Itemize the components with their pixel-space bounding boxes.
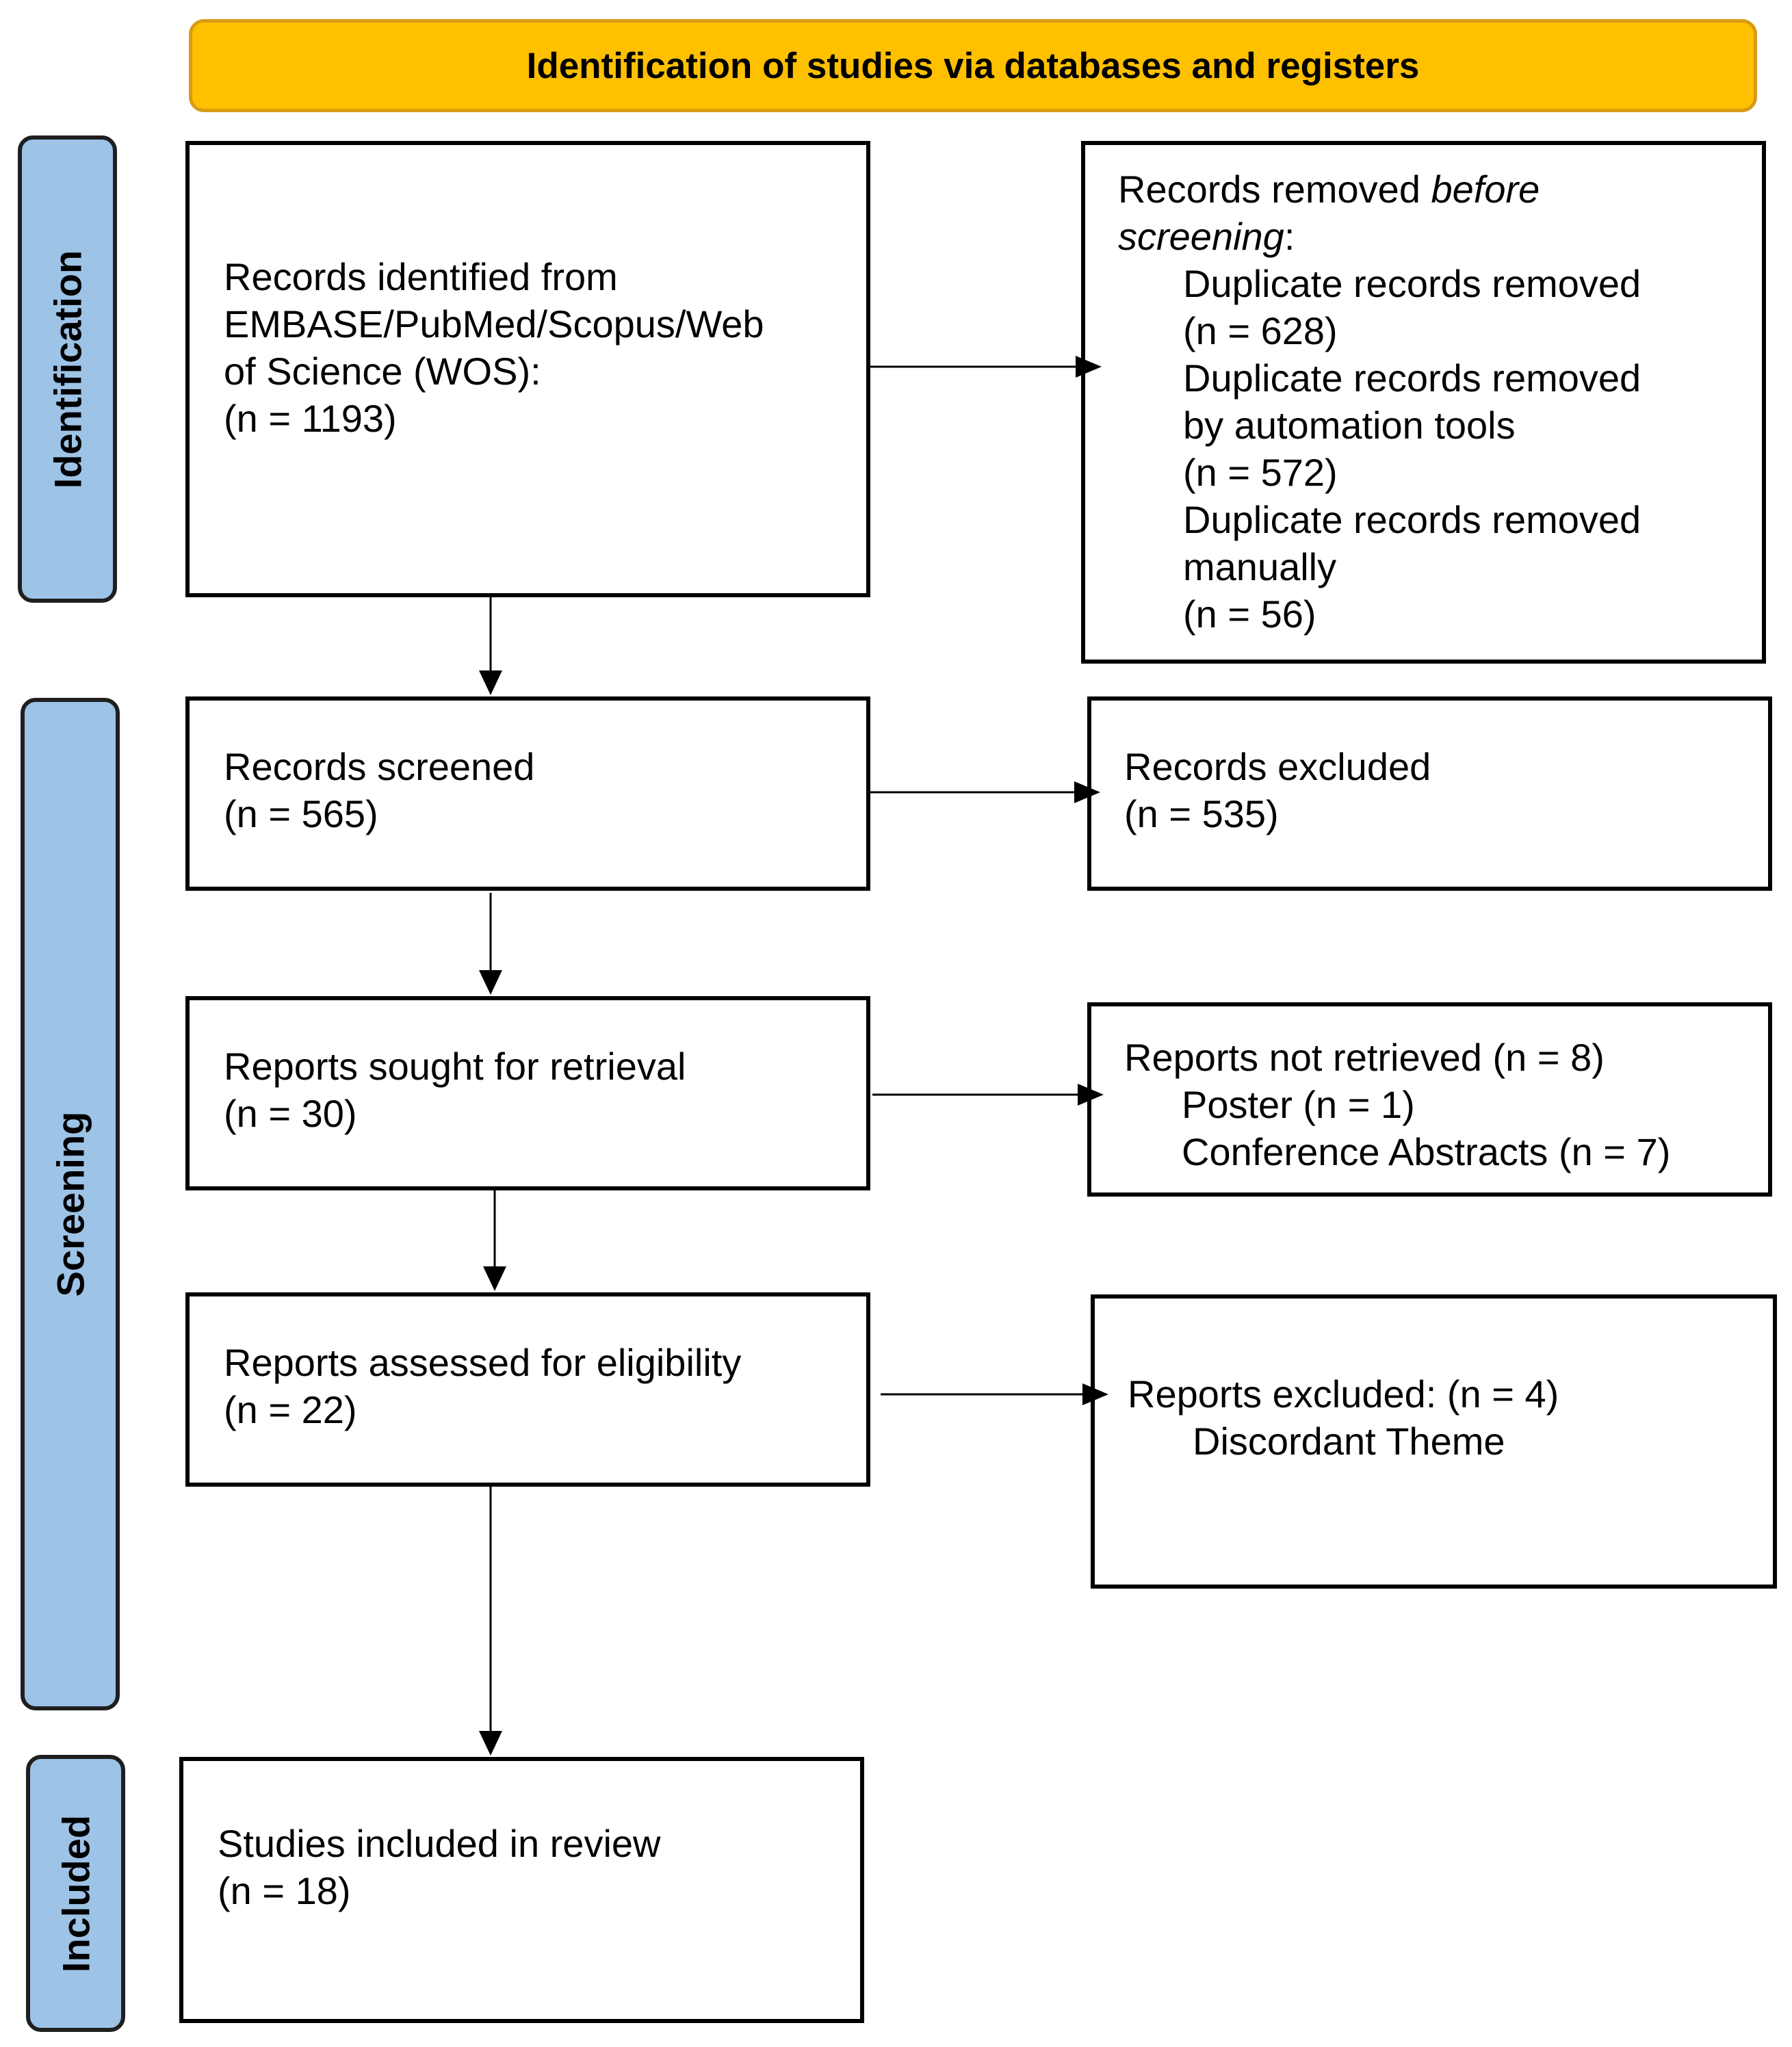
arrowhead-screened-to-sought (479, 970, 502, 995)
arrowhead-sought-to-assessed (483, 1266, 506, 1291)
reports-excluded-box: Reports excluded: (n = 4) Discordant The… (1091, 1294, 1777, 1589)
records-removed-title-screening: screening (1118, 215, 1284, 258)
records-excluded-count: (n = 535) (1124, 792, 1279, 835)
duplicates-manual-label: Duplicate records removed (1183, 498, 1641, 541)
reports-not-retrieved-box: Reports not retrieved (n = 8) Poster (n … (1087, 1002, 1772, 1197)
header-title: Identification of studies via databases … (526, 45, 1420, 86)
reports-excluded-reason: Discordant Theme (1193, 1420, 1505, 1463)
duplicates-automation-label: Duplicate records removed (1183, 356, 1641, 400)
records-removed-box: Records removed before screening: Duplic… (1081, 141, 1766, 664)
duplicates-removed-label: Duplicate records removed (1183, 262, 1641, 305)
reports-not-retrieved-label: Reports not retrieved (n = 8) (1124, 1036, 1605, 1079)
records-excluded-label: Records excluded (1124, 745, 1431, 788)
records-identified-line-3: of Science (WOS): (224, 350, 541, 393)
arrowhead-assessed-to-excluded (1082, 1383, 1108, 1405)
records-identified-line-1: Records identified from (224, 255, 618, 298)
duplicates-manual-count: (n = 56) (1183, 592, 1316, 636)
records-removed-title: Records removed (1118, 168, 1431, 211)
stage-identification: Identification (18, 135, 117, 603)
reports-sought-box: Reports sought for retrieval (n = 30) (185, 996, 870, 1190)
not-retrieved-conference-abstracts: Conference Abstracts (n = 7) (1182, 1130, 1671, 1173)
duplicates-automation-count: (n = 572) (1183, 451, 1338, 494)
records-identified-count: (n = 1193) (224, 397, 397, 440)
reports-sought-count: (n = 30) (224, 1092, 357, 1135)
records-removed-title-before: before (1431, 168, 1540, 211)
records-screened-label: Records screened (224, 745, 535, 788)
reports-sought-label: Reports sought for retrieval (224, 1045, 686, 1088)
reports-assessed-count: (n = 22) (224, 1388, 357, 1431)
reports-assessed-box: Reports assessed for eligibility (n = 22… (185, 1292, 870, 1487)
arrowhead-sought-to-not-retrieved (1078, 1084, 1104, 1106)
identification-header-banner: Identification of studies via databases … (189, 19, 1757, 112)
reports-excluded-label: Reports excluded: (n = 4) (1128, 1372, 1559, 1416)
arrowhead-identified-to-screened (479, 670, 502, 695)
records-identified-line-2: EMBASE/PubMed/Scopus/Web (224, 302, 764, 345)
studies-included-count: (n = 18) (218, 1869, 351, 1912)
duplicates-manual-label-2: manually (1183, 545, 1337, 588)
duplicates-automation-label-2: by automation tools (1183, 404, 1516, 447)
stage-included: Included (26, 1755, 125, 2032)
duplicates-removed-count: (n = 628) (1183, 309, 1338, 352)
arrowhead-screened-to-excluded (1074, 781, 1100, 803)
studies-included-label: Studies included in review (218, 1822, 661, 1865)
records-excluded-box: Records excluded (n = 535) (1087, 696, 1772, 891)
not-retrieved-poster: Poster (n = 1) (1182, 1083, 1415, 1126)
arrowhead-assessed-to-included (479, 1731, 502, 1756)
arrowhead-identified-to-removed (1076, 356, 1102, 378)
studies-included-box: Studies included in review (n = 18) (179, 1757, 864, 2023)
reports-assessed-label: Reports assessed for eligibility (224, 1341, 742, 1384)
records-removed-title-colon: : (1284, 215, 1295, 258)
records-identified-box: Records identified from EMBASE/PubMed/Sc… (185, 141, 870, 597)
stage-screening: Screening (21, 698, 120, 1710)
records-screened-box: Records screened (n = 565) (185, 696, 870, 891)
records-screened-count: (n = 565) (224, 792, 378, 835)
